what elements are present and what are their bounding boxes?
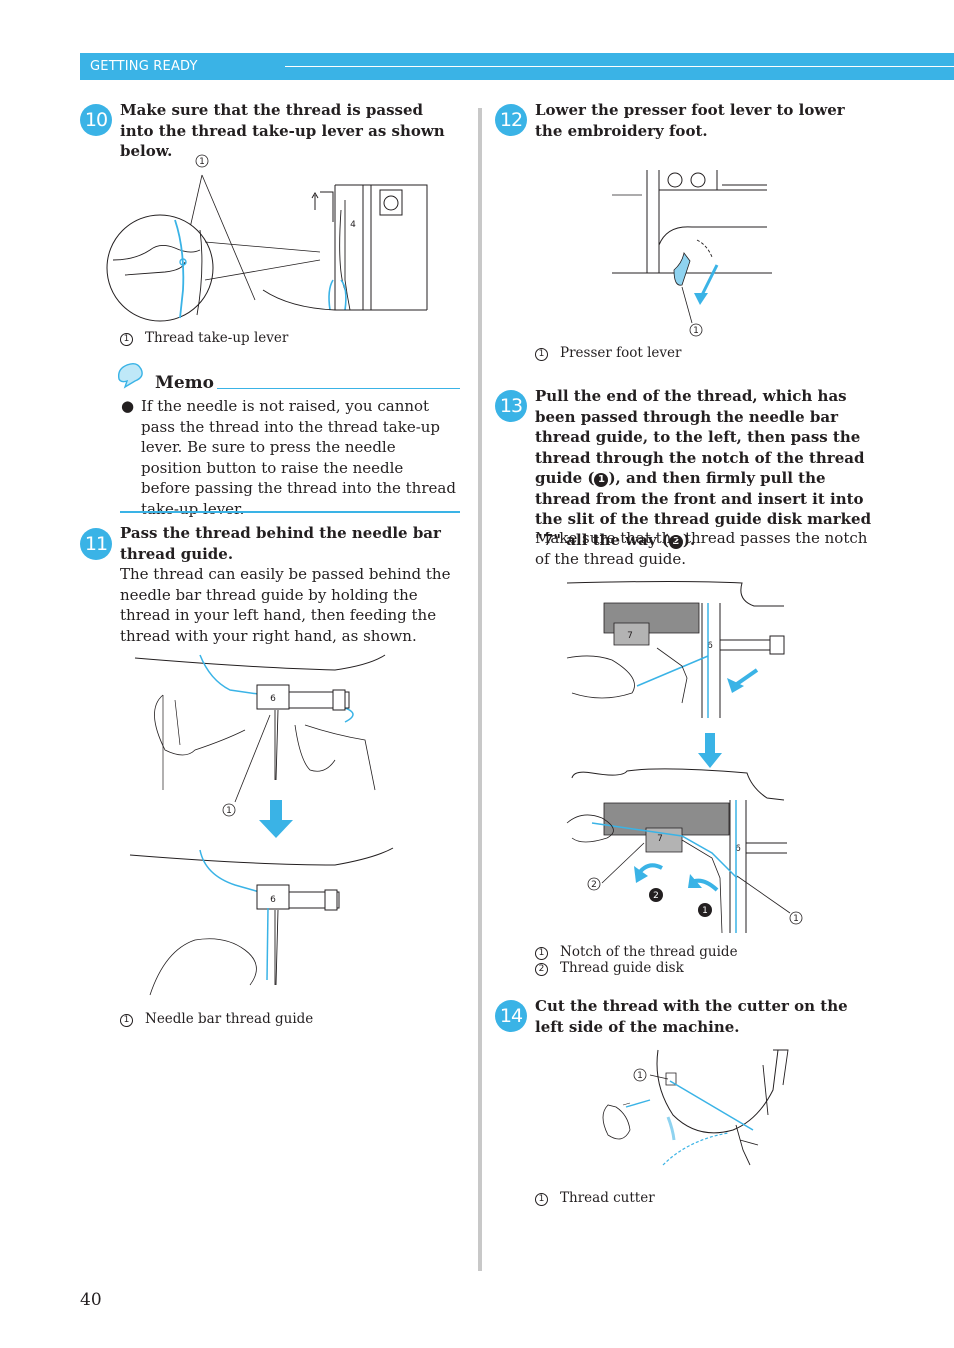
- figure-13-callout-1: 1: [793, 914, 799, 924]
- section-header-bar: GETTING READY: [80, 53, 954, 80]
- thread-guide-disk-illustration: 7 6 7 6 2 2 1 1: [562, 578, 812, 938]
- step-12-number: 12: [495, 104, 527, 136]
- thread-take-up-lever-illustration: 1 4: [105, 150, 435, 325]
- memo-title: Memo: [155, 373, 214, 393]
- step-14-number: 14: [495, 1000, 527, 1032]
- lever-mark-4: 4: [350, 220, 356, 230]
- caption-13-marker-2: 2: [535, 963, 548, 976]
- figure-12-callout: 1: [693, 326, 699, 336]
- caption-10-label: Thread take-up lever: [145, 330, 289, 346]
- column-divider: [478, 108, 482, 1271]
- section-title: GETTING READY: [90, 59, 198, 74]
- caption-13-label-2: Thread guide disk: [560, 960, 684, 976]
- step-12-title: Lower the presser foot lever to lower th…: [535, 101, 845, 140]
- figure-11-callout: 1: [226, 806, 232, 816]
- step-13-marker-2: 2: [668, 534, 683, 549]
- caption-13-marker-1: 1: [535, 947, 548, 960]
- thread-cutter-illustration: 1: [578, 1045, 798, 1175]
- memo-rule-bottom: [120, 511, 460, 513]
- caption-13-label-1: Notch of the thread guide: [560, 944, 738, 960]
- memo-bullet-dot: ●: [121, 397, 135, 415]
- step-13-text: Make sure that the thread passes the not…: [535, 529, 868, 568]
- memo-rule-top: [217, 388, 460, 389]
- step-13-title: Pull the end of the thread, which has be…: [535, 386, 875, 550]
- step-10-title: Make sure that the thread is passed into…: [120, 101, 445, 160]
- needle-bar-thread-guide-illustration: 6 1 6: [135, 650, 395, 1000]
- memo-text: If the needle is not raised, you cannot …: [141, 397, 456, 518]
- guide-mark-6-bottom: 6: [270, 895, 276, 905]
- figure-13-caption-1: 1 Notch of the thread guide: [535, 944, 738, 960]
- caption-12-label: Presser foot lever: [560, 345, 682, 361]
- header-rule: [285, 66, 954, 67]
- figure-14-caption: 1 Thread cutter: [535, 1190, 655, 1206]
- figure-13-step-mark-2: 2: [653, 891, 659, 901]
- caption-14-marker: 1: [535, 1193, 548, 1206]
- figure-13-step-mark-1: 1: [702, 906, 708, 916]
- caption-11-label: Needle bar thread guide: [145, 1011, 314, 1027]
- disk-mark-7-top: 7: [627, 631, 633, 641]
- guide-mark-6-b: 6: [735, 844, 741, 854]
- step-11-number: 11: [80, 528, 112, 560]
- guide-mark-6-top: 6: [270, 694, 276, 704]
- presser-foot-lever-illustration: 1: [612, 165, 772, 345]
- figure-13-caption-2: 2 Thread guide disk: [535, 960, 684, 976]
- guide-mark-6-a: 6: [707, 641, 713, 651]
- step-14-title: Cut the thread with the cutter on the le…: [535, 997, 848, 1036]
- step-11-text: The thread can easily be passed behind t…: [120, 565, 451, 645]
- step-13-title-part-b: ), and then firmly pull the thread from …: [535, 469, 872, 549]
- step-13-marker-1: 1: [594, 473, 609, 487]
- figure-12-caption: 1 Presser foot lever: [535, 345, 681, 361]
- step-13-number: 13: [495, 390, 527, 422]
- page-number: 40: [80, 1290, 102, 1310]
- caption-14-label: Thread cutter: [560, 1190, 655, 1206]
- figure-14-callout: 1: [637, 1071, 643, 1081]
- step-13-title-part-a: Pull the end of the thread, which has be…: [535, 387, 865, 487]
- disk-mark-7-bottom: 7: [657, 834, 663, 844]
- figure-10-callout: 1: [199, 157, 205, 167]
- step-10-number: 10: [80, 104, 112, 136]
- caption-11-marker: 1: [120, 1014, 133, 1027]
- figure-11-caption: 1 Needle bar thread guide: [120, 1011, 313, 1027]
- step-13-title-part-c: ).: [682, 530, 696, 549]
- figure-10-caption: 1 Thread take-up lever: [120, 330, 288, 346]
- caption-12-marker: 1: [535, 348, 548, 361]
- figure-13-callout-2: 2: [591, 880, 597, 890]
- memo-icon: [115, 361, 147, 389]
- step-11-title: Pass the thread behind the needle bar th…: [120, 524, 441, 563]
- caption-10-marker: 1: [120, 333, 133, 346]
